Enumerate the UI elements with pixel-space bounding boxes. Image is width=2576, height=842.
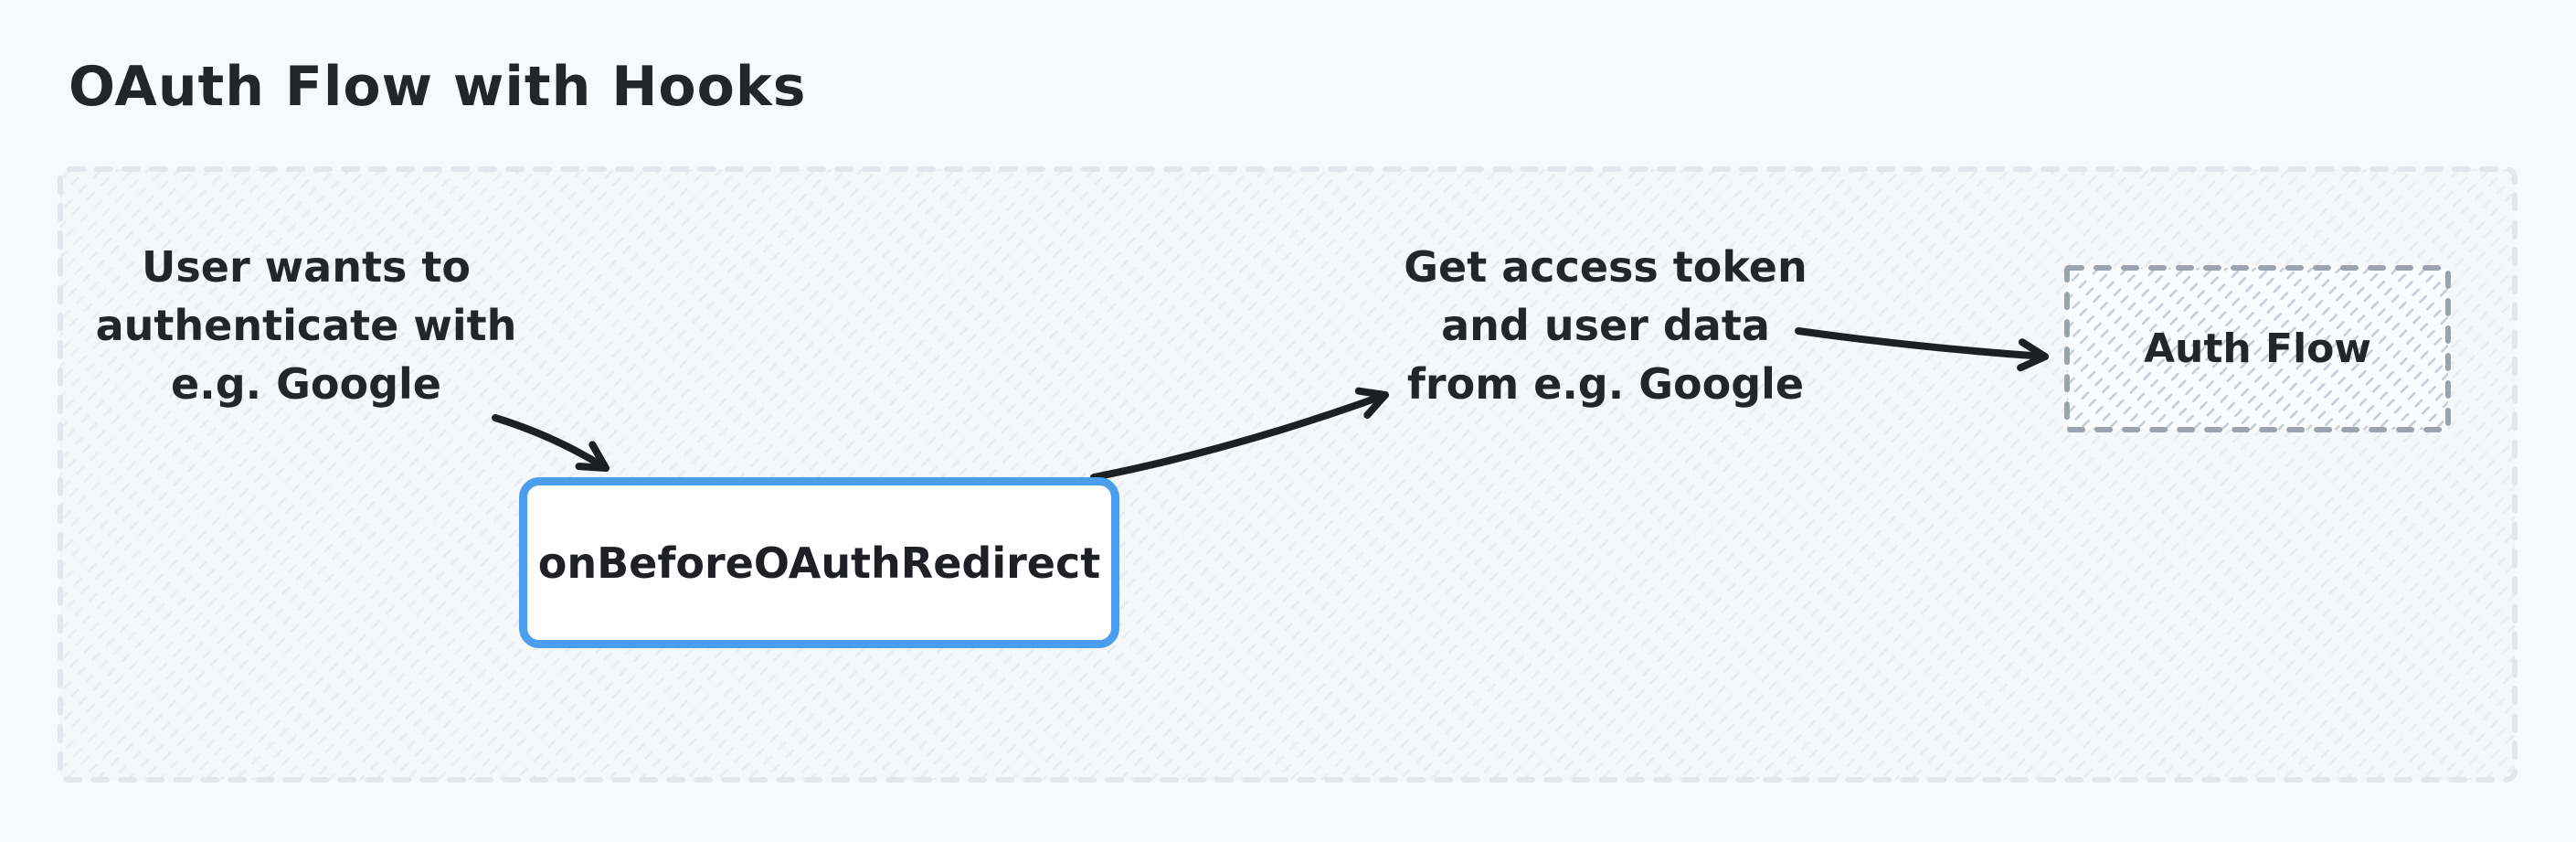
hook-node: onBeforeOAuthRedirect (519, 477, 1119, 648)
diagram-title: OAuth Flow with Hooks (69, 55, 807, 119)
arrow-user-to-hook (492, 414, 610, 472)
auth-flow-node-label-wrap: Auth Flow (2067, 268, 2448, 430)
note-line: and user data (1441, 301, 1770, 350)
hook-node-label: onBeforeOAuthRedirect (537, 538, 1101, 588)
auth-flow-node (2064, 265, 2451, 432)
arrow-token-note-to-auth-flow (1795, 327, 2049, 372)
auth-flow-node-label: Auth Flow (2143, 325, 2372, 372)
note-user-intent: User wants to authenticate with e.g. Goo… (78, 238, 535, 413)
note-line: e.g. Google (171, 359, 441, 409)
arrow-hook-to-token-note (1090, 387, 1389, 481)
note-line: User wants to (142, 242, 471, 292)
note-line: authenticate with (95, 301, 517, 350)
note-line: from e.g. Google (1406, 359, 1805, 409)
note-line: Get access token (1404, 242, 1807, 292)
note-token-exchange: Get access token and user data from e.g.… (1368, 238, 1843, 413)
